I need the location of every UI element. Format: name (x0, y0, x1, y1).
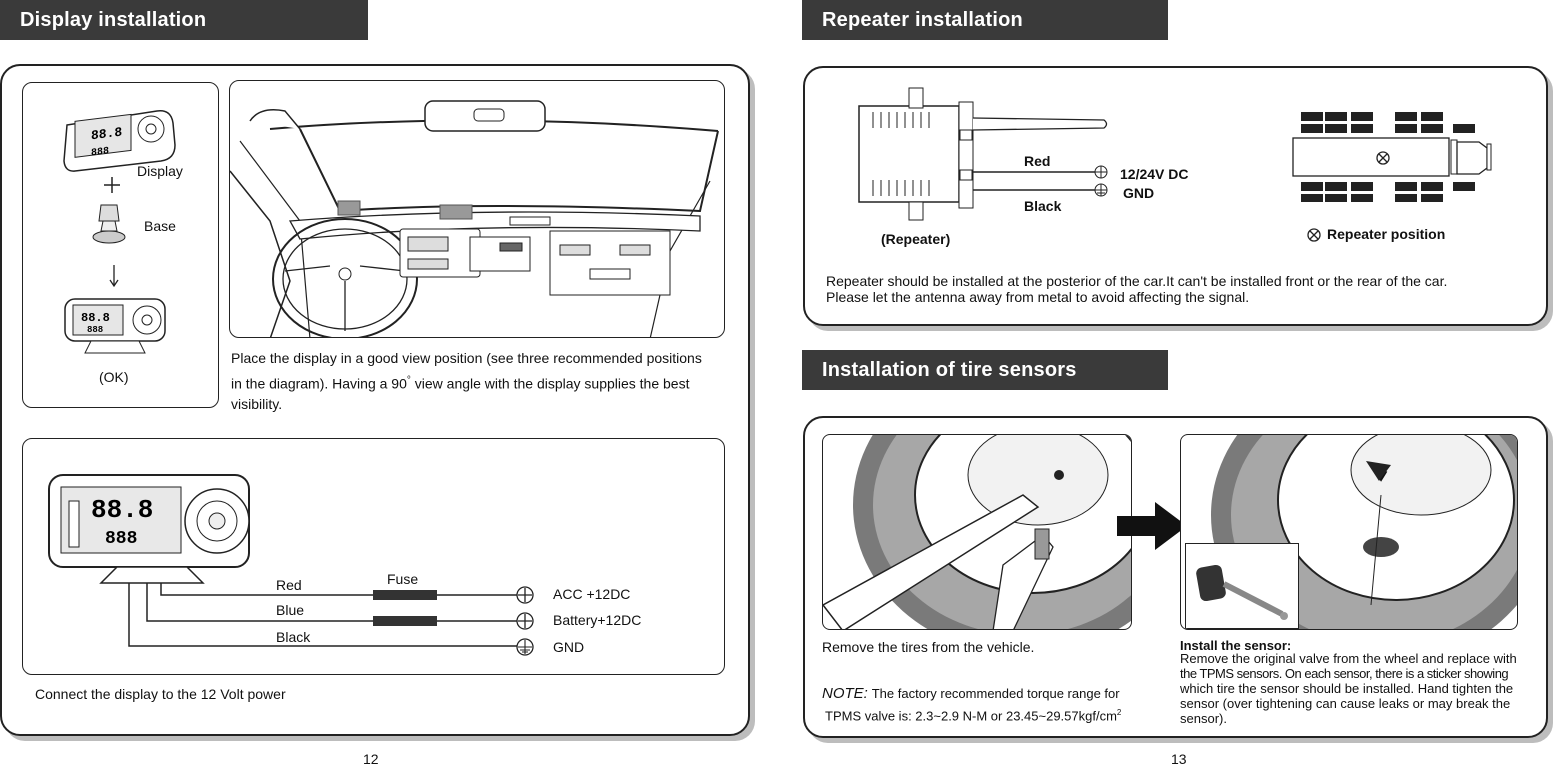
display-position-line-2: in the diagram). Having a 90° view angle… (231, 372, 689, 393)
mounted-display-illustration: 88.8 888 (64, 298, 166, 354)
repeater-position-label: Repeater position (1327, 226, 1446, 242)
svg-text:888: 888 (105, 529, 137, 549)
gnd-terminal-label: GND (553, 639, 585, 655)
base-label: Base (144, 218, 176, 234)
arrow-down-icon (109, 265, 119, 288)
wiring-display-illustration: 88.8 888 (48, 474, 250, 584)
svg-text:888: 888 (87, 325, 103, 335)
wire-blue-label: Blue (276, 602, 305, 618)
tire-sensors-panel: Remove the tires from the vehicle. NOTE:… (803, 416, 1548, 738)
torque-note-line-1: NOTE: The factory recommended torque ran… (822, 684, 1120, 703)
fuse-label: Fuse (387, 571, 419, 587)
truck-top-view-illustration (1292, 112, 1492, 202)
install-line-4: sensor (over tightening can cause leaks … (1180, 696, 1511, 711)
repeater-black-label: Black (1024, 198, 1062, 214)
repeater-position-icon (1307, 228, 1321, 242)
wire-red-label: Red (276, 577, 302, 593)
page-number-right: 13 (1171, 751, 1187, 767)
install-sensor-photo (1180, 434, 1518, 630)
base-mount-icon (92, 204, 126, 244)
tire-sensors-header: Installation of tire sensors (802, 350, 1168, 390)
tire-removal-illustration (823, 435, 1131, 629)
display-base-box: 88.8 888 Display Base 88.8 888 (OK) (22, 82, 219, 408)
svg-text:88.8: 88.8 (91, 495, 153, 525)
repeater-installation-header: Repeater installation (802, 0, 1168, 40)
repeater-wires (973, 165, 1108, 197)
display-label: Display (137, 163, 183, 179)
repeater-installation-panel: Red Black 12/24V DC GND (Repeater) Repea… (803, 66, 1548, 326)
battery-terminal-label: Battery+12DC (553, 612, 642, 628)
install-sensor-title: Install the sensor: (1180, 638, 1292, 653)
acc-terminal-label: ACC +12DC (553, 586, 631, 602)
plus-icon (104, 177, 120, 193)
tpms-sensor-icon (1196, 564, 1288, 620)
install-line-3: which tire the sensor should be installe… (1180, 681, 1514, 696)
repeater-gnd-label: GND (1123, 185, 1155, 201)
repeater-note-line-2: Please let the antenna away from metal t… (826, 289, 1250, 305)
repeater-note-line-1: Repeater should be installed at the post… (826, 273, 1448, 289)
repeater-device-illustration (858, 87, 1108, 221)
wiring-lines (128, 583, 534, 656)
note-label: NOTE: (822, 685, 868, 702)
squared-superscript: 2 (1116, 708, 1122, 717)
display-position-line-1: Place the display in a good view positio… (231, 350, 702, 366)
display-unit-illustration: 88.8 888 (63, 110, 176, 172)
torque-values: TPMS valve is: 2.3~2.9 N-M or 23.45~29.5… (825, 708, 1117, 724)
remove-tire-photo (822, 434, 1132, 630)
page-number-left: 12 (363, 751, 379, 767)
svg-text:88.8: 88.8 (91, 125, 122, 144)
wiring-box: 88.8 888 Red Fuse Blue Black ACC +12DC B… (22, 438, 725, 675)
svg-text:88.8: 88.8 (81, 311, 110, 325)
display-installation-header: Display installation (0, 0, 368, 40)
repeater-power-label: 12/24V DC (1120, 166, 1189, 182)
display-position-line-3: visibility. (231, 396, 283, 412)
wire-black-label: Black (276, 629, 311, 645)
display-position-line-2-prefix: in the diagram). Having a 90 (231, 375, 407, 392)
install-line-2: the TPMS sensors. On each sensor, there … (1180, 666, 1509, 681)
display-position-line-2-suffix: view angle with the display supplies the… (410, 375, 690, 392)
right-arrow-icon (1117, 502, 1187, 550)
sensor-inset-photo (1185, 543, 1299, 629)
connect-note: Connect the display to the 12 Volt power (35, 686, 286, 702)
repeater-label: (Repeater) (881, 231, 951, 247)
svg-text:888: 888 (91, 146, 109, 159)
degree-symbol: ° (406, 375, 411, 386)
car-dashboard-illustration (230, 100, 719, 337)
note-text: The factory recommended torque range for (871, 686, 1120, 701)
torque-note-line-2: TPMS valve is: 2.3~2.9 N-M or 23.45~29.5… (825, 704, 1121, 725)
install-line-5: sensor). (1180, 711, 1227, 726)
sensor-install-illustration (1211, 435, 1517, 629)
car-interior-box (229, 80, 725, 338)
install-line-1: Remove the original valve from the wheel… (1180, 651, 1517, 666)
remove-tire-text: Remove the tires from the vehicle. (822, 639, 1035, 655)
repeater-red-label: Red (1024, 153, 1051, 169)
ok-label: (OK) (99, 369, 129, 385)
